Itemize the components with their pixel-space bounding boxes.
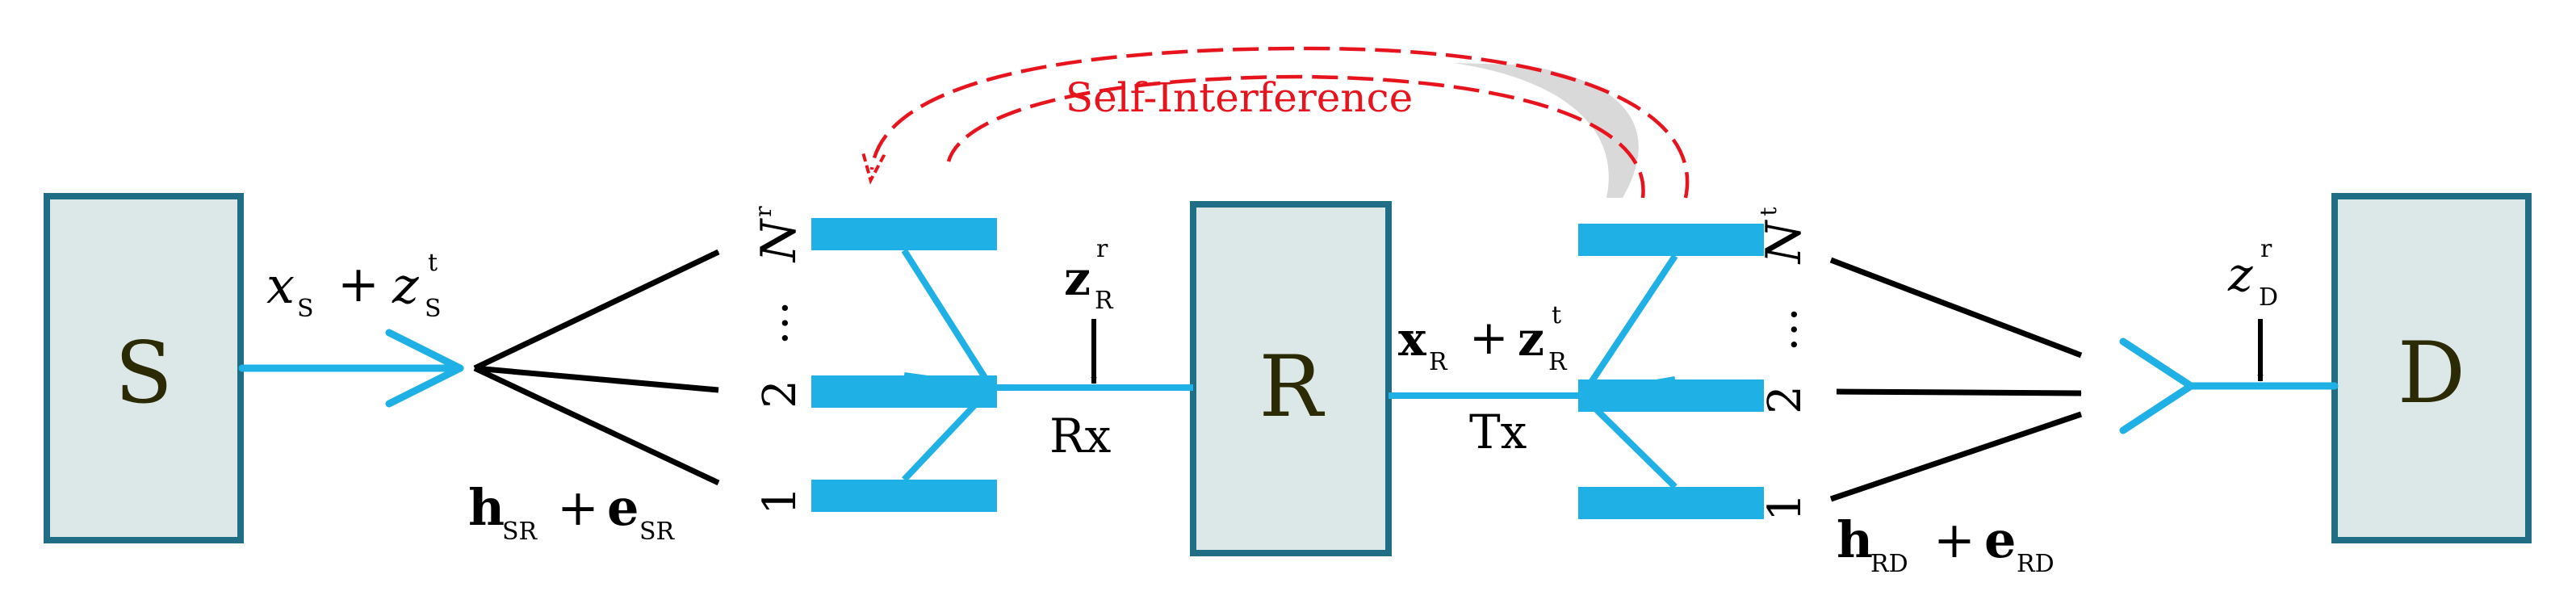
svg-text:+: + xyxy=(1469,310,1509,365)
source-signal-label: x S + z t S xyxy=(266,249,442,323)
svg-text:t: t xyxy=(1552,301,1561,329)
channel-rd-label: h RD + e RD xyxy=(1837,510,2055,578)
svg-text:+: + xyxy=(337,254,379,313)
source-label: S xyxy=(115,324,173,422)
rx-antenna-array xyxy=(811,218,1193,512)
destination-label: D xyxy=(2398,324,2465,422)
svg-text:N: N xyxy=(751,217,807,263)
svg-text:x: x xyxy=(1398,312,1426,367)
svg-text:h: h xyxy=(468,478,505,537)
svg-text:z: z xyxy=(1518,312,1544,367)
svg-text:S: S xyxy=(425,295,442,323)
svg-text:2: 2 xyxy=(1759,385,1812,414)
svg-text:e: e xyxy=(1984,510,2016,569)
svg-text:t: t xyxy=(428,249,438,277)
svg-text:SR: SR xyxy=(502,518,538,546)
rx-label: Rx xyxy=(1049,409,1111,463)
rx-antenna-indices: 1 2 … N r xyxy=(746,206,807,515)
svg-text:1: 1 xyxy=(1759,493,1812,522)
self-interference-label: Self-Interference xyxy=(1066,74,1413,121)
rx-antenna-2 xyxy=(811,375,997,408)
svg-text:…: … xyxy=(746,300,798,346)
svg-text:+: + xyxy=(1933,510,1975,569)
tx-antenna-indices: 1 2 … N t xyxy=(1755,207,1812,522)
svg-text:t: t xyxy=(1755,207,1782,216)
sr-channel-arrows xyxy=(473,249,720,486)
channel-sr-label: h SR + e SR xyxy=(468,478,676,546)
svg-text:S: S xyxy=(297,295,314,323)
rx-antenna-1 xyxy=(811,480,997,512)
tx-antenna-n xyxy=(1578,224,1764,256)
svg-text:RD: RD xyxy=(1870,550,1908,578)
destination-node: D xyxy=(2331,193,2532,543)
svg-text:1: 1 xyxy=(754,486,806,515)
tx-label: Tx xyxy=(1469,405,1527,459)
svg-text:r: r xyxy=(1096,235,1108,263)
svg-text:+: + xyxy=(557,478,599,537)
tx-antenna-array xyxy=(1389,224,1764,519)
svg-text:r: r xyxy=(2260,235,2272,263)
dest-noise-label: z r D xyxy=(2227,235,2278,312)
relay-node: R xyxy=(1190,201,1392,556)
svg-text:R: R xyxy=(1548,348,1568,376)
source-node: S xyxy=(44,193,244,543)
tx-antenna-1 xyxy=(1578,487,1764,519)
tx-signal-label: x R + z t R xyxy=(1398,301,1568,376)
rx-noise-label: z r R xyxy=(1064,235,1114,315)
destination-antenna xyxy=(2119,338,2339,434)
source-antenna xyxy=(238,329,464,408)
svg-text:RD: RD xyxy=(2017,550,2055,578)
rx-antenna-n xyxy=(811,218,997,250)
svg-text:z: z xyxy=(1064,251,1091,306)
svg-text:x: x xyxy=(266,256,295,315)
svg-text:h: h xyxy=(1837,510,1873,569)
svg-text:D: D xyxy=(2259,283,2278,312)
svg-text:r: r xyxy=(750,206,777,217)
svg-text:e: e xyxy=(607,478,639,537)
rd-channel-arrows xyxy=(1829,257,2083,502)
tx-antenna-2 xyxy=(1578,379,1764,412)
svg-text:SR: SR xyxy=(639,518,676,546)
self-interference-loop: Self-Interference xyxy=(872,46,1690,199)
svg-text:…: … xyxy=(1755,307,1807,352)
svg-text:z: z xyxy=(392,256,419,315)
svg-text:N: N xyxy=(1756,219,1812,265)
svg-text:z: z xyxy=(2227,247,2253,302)
svg-text:R: R xyxy=(1095,287,1114,315)
relay-label: R xyxy=(1259,338,1325,436)
svg-text:R: R xyxy=(1429,348,1448,376)
svg-text:2: 2 xyxy=(754,379,806,409)
